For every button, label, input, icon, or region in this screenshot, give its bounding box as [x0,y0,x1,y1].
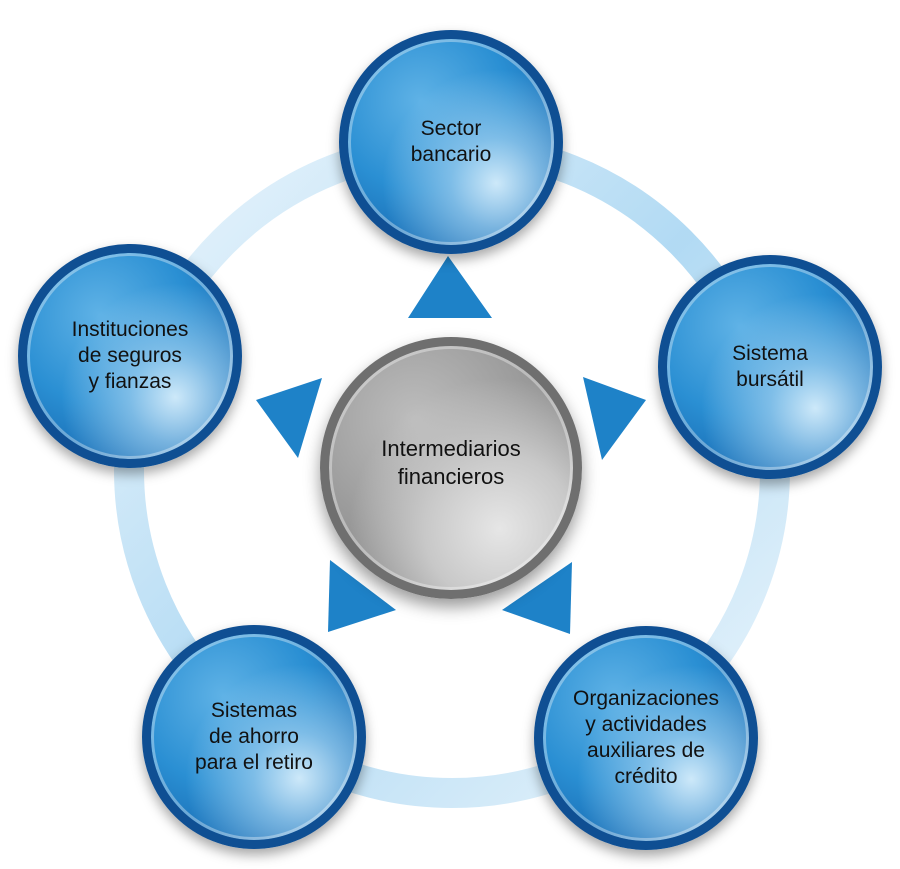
node-instituciones-seguros-fianzas: Instituciones de seguros y fianzas [18,244,242,468]
node-organizaciones-auxiliares: Organizaciones y actividades auxiliares … [534,626,758,850]
node-label: Sistemas de ahorro para el retiro [195,699,313,774]
node-sistemas-ahorro-retiro: Sistemas de ahorro para el retiro [142,625,366,849]
node-sector-bancario: Sector bancario [339,30,563,254]
center-label: Intermediarios financieros [381,436,521,489]
node-label: Instituciones de seguros y fianzas [71,318,189,393]
arrow-to-instituciones-seguros [256,378,322,458]
arrow-to-sector-bancario [408,256,492,318]
arrow-to-sistema-bursatil [583,377,646,460]
arrow-to-sistemas-ahorro [328,560,396,632]
node-label: Sistema bursátil [732,342,808,391]
center-node-intermediarios: Intermediarios financieros [320,337,582,599]
node-label: Sector bancario [410,117,492,166]
node-sistema-bursatil: Sistema bursátil [658,255,882,479]
node-label: Organizaciones y actividades auxiliares … [573,687,719,788]
arrow-to-organizaciones [502,562,572,634]
